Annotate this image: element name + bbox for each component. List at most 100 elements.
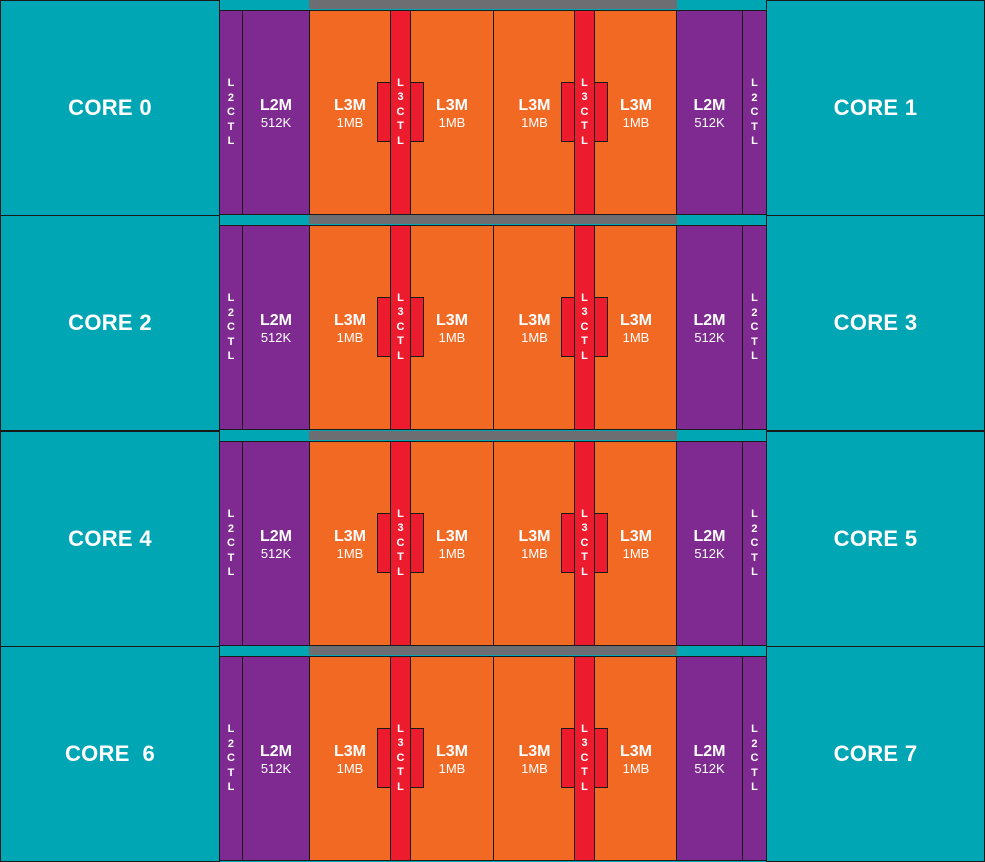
l2m-name: L2M bbox=[693, 742, 726, 760]
l3ctl-label-char: L bbox=[581, 76, 588, 89]
l3ctl-label-char: T bbox=[581, 551, 588, 564]
l2ctl-label-char: L bbox=[751, 566, 758, 579]
l3ctl-label-char: C bbox=[396, 105, 405, 118]
l2m-size: 512K bbox=[694, 545, 725, 561]
bus-bar bbox=[309, 215, 677, 224]
l3m-size: 1MB bbox=[521, 114, 548, 130]
l3ctl-block bbox=[390, 225, 411, 430]
core-block-left: CORE 0 bbox=[0, 0, 220, 216]
l2ctl-label-char: 2 bbox=[751, 306, 758, 319]
l2ctl-label-char: 2 bbox=[227, 306, 235, 319]
l2ctl-label-char: C bbox=[227, 537, 235, 550]
l3ctl-label-char: L bbox=[397, 349, 404, 362]
l3m-size: 1MB bbox=[521, 329, 548, 345]
l2ctl-label-char: 2 bbox=[227, 91, 235, 104]
l2ctl-label-char: L bbox=[227, 135, 235, 148]
l2m-size: 512K bbox=[260, 545, 292, 561]
l3m-name: L3M bbox=[620, 96, 652, 114]
l3ctl-label-char: L bbox=[581, 507, 588, 520]
l3m-name: L3M bbox=[436, 527, 468, 545]
l3m-name: L3M bbox=[436, 96, 468, 114]
l3ctl-label-char: 3 bbox=[397, 306, 404, 319]
l2m-size: 512K bbox=[694, 760, 725, 776]
l3m-name: L3M bbox=[620, 527, 652, 545]
l3ctl-block bbox=[390, 656, 411, 861]
l2ctl-label-char: 2 bbox=[751, 91, 758, 104]
bus-bar bbox=[309, 646, 677, 655]
l2ctl-label-char: T bbox=[227, 120, 235, 133]
l3ctl-label-char: 3 bbox=[581, 522, 588, 535]
l3ctl-label-char: C bbox=[396, 536, 405, 549]
l2m-name: L2M bbox=[693, 527, 726, 545]
l3ctl-label-char: L bbox=[581, 349, 588, 362]
l3m-name: L3M bbox=[436, 311, 468, 329]
l2ctl-label-char: C bbox=[750, 752, 759, 765]
l3ctl-label-char: 3 bbox=[397, 522, 404, 535]
l3m-size: 1MB bbox=[622, 329, 650, 345]
l3m-name: L3M bbox=[334, 527, 366, 545]
bus-bar bbox=[309, 0, 677, 9]
l3ctl-label-char: L bbox=[581, 291, 588, 304]
l3ctl-label-char: T bbox=[397, 766, 404, 779]
l2ctl-label-char: L bbox=[751, 723, 758, 736]
l3m-size: 1MB bbox=[438, 545, 466, 561]
l3ctl-label-char: 3 bbox=[581, 737, 588, 750]
l2m-name: L2M bbox=[260, 96, 292, 114]
l2ctl-label-char: L bbox=[751, 350, 758, 363]
core-block-right: CORE 1 bbox=[766, 0, 985, 216]
core-label: CORE 4 bbox=[68, 526, 152, 551]
l3ctl-label-char: T bbox=[397, 335, 404, 348]
l3ctl-label-char: L bbox=[397, 134, 404, 147]
l3m-size: 1MB bbox=[622, 545, 650, 561]
l2ctl-label-char: L bbox=[751, 508, 758, 521]
l3ctl-block bbox=[574, 225, 595, 430]
l3m-name: L3M bbox=[518, 742, 551, 760]
l3ctl-label-char: L bbox=[397, 722, 404, 735]
l3ctl-label-char: 3 bbox=[397, 91, 404, 104]
l2ctl-label-char: 2 bbox=[227, 737, 235, 750]
l3ctl-block bbox=[390, 10, 411, 215]
l3m-size: 1MB bbox=[336, 545, 364, 561]
l2m-size: 512K bbox=[694, 329, 725, 345]
l3ctl-label-char: L bbox=[581, 722, 588, 735]
l3ctl-label-char: 3 bbox=[581, 306, 588, 319]
l3m-name: L3M bbox=[518, 96, 551, 114]
l2m-name: L2M bbox=[693, 311, 726, 329]
l3m-name: L3M bbox=[334, 311, 366, 329]
l3ctl-label-char: T bbox=[581, 766, 588, 779]
l2ctl-label-char: L bbox=[751, 292, 758, 305]
l2ctl-label-char: T bbox=[751, 335, 758, 348]
l3m-size: 1MB bbox=[336, 760, 364, 776]
l2ctl-label-char: T bbox=[227, 551, 235, 564]
l3m-name: L3M bbox=[334, 96, 366, 114]
l3m-name: L3M bbox=[620, 742, 652, 760]
l3ctl-label-char: L bbox=[397, 780, 404, 793]
l3m-name: L3M bbox=[620, 311, 652, 329]
core-label: CORE 2 bbox=[68, 310, 152, 335]
l2ctl-label-char: L bbox=[227, 723, 235, 736]
l2ctl-label-char: C bbox=[750, 537, 759, 550]
core-label: CORE 1 bbox=[833, 95, 918, 120]
l3m-name: L3M bbox=[436, 742, 468, 760]
l2ctl-label-char: C bbox=[750, 321, 759, 334]
